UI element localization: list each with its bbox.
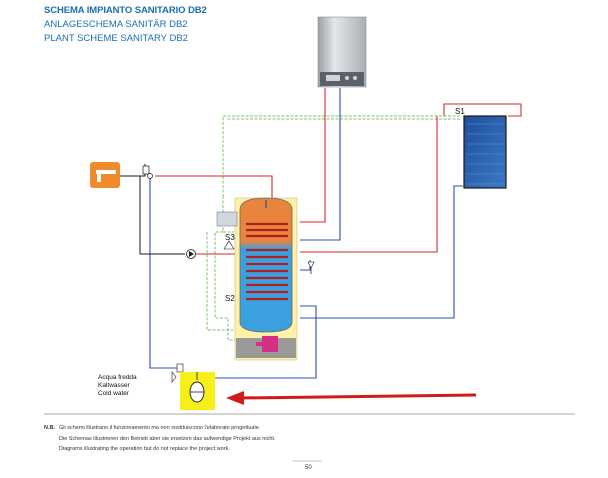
boiler-unit bbox=[317, 16, 367, 88]
page-number: 50 bbox=[305, 465, 312, 471]
circulation-pump-icon bbox=[186, 249, 196, 259]
expansion-vessel-icon bbox=[189, 372, 205, 403]
cold-water-label-it: Acqua fredda bbox=[98, 374, 137, 381]
sensor-s3-label: S3 bbox=[225, 233, 235, 242]
solar-collector bbox=[463, 115, 507, 189]
page-subtitle-de: ANLAGESCHEMA SANITÄR DB2 bbox=[44, 19, 188, 30]
faucet-icon bbox=[90, 162, 120, 188]
cold-water-label-en: Cold water bbox=[98, 390, 130, 397]
storage-tank bbox=[216, 197, 298, 361]
note-it: Gli schemi illustrano il funzionamento m… bbox=[59, 425, 261, 431]
cold-water-lines bbox=[149, 88, 463, 379]
safety-valve-icon bbox=[307, 261, 315, 274]
page-title: SCHEMA IMPIANTO SANITARIO DB2 bbox=[44, 5, 207, 16]
solar-circuit-lines bbox=[206, 115, 460, 341]
note-de: Die Schemas illustrieren den Betrieb abe… bbox=[59, 436, 276, 442]
page-subtitle-en: PLANT SCHEME SANITARY DB2 bbox=[44, 33, 188, 44]
sensor-s2-label: S2 bbox=[225, 294, 235, 303]
red-arrow-icon bbox=[226, 391, 477, 405]
mixing-valve-icon bbox=[142, 165, 153, 179]
sensor-s1-label: S1 bbox=[455, 107, 465, 116]
warning-icon bbox=[223, 240, 235, 250]
note-en: Diagrams illustrating the operation but … bbox=[59, 446, 230, 452]
cold-water-label-de: Kaltwasser bbox=[98, 382, 131, 389]
heating-circuit-lines bbox=[120, 164, 185, 255]
nb-label: N.B. bbox=[44, 425, 55, 431]
